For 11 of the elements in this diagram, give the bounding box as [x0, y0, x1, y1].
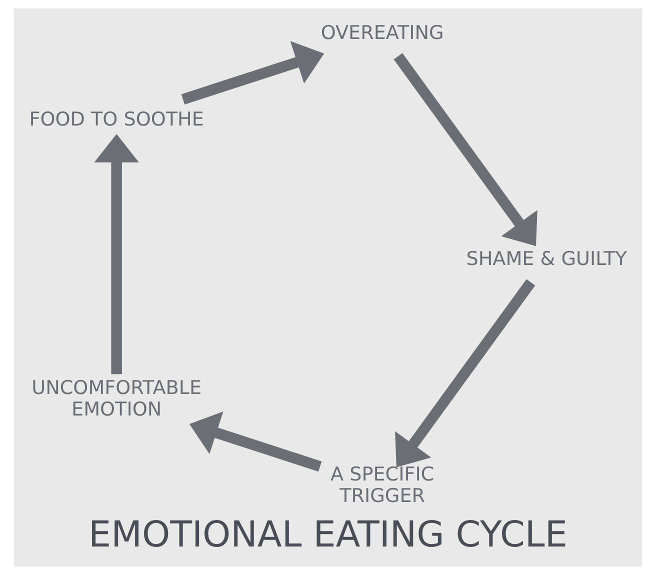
node-text: OVEREATING	[320, 22, 444, 44]
node-text: FOOD TO SOOTHE	[28, 108, 204, 130]
node-text: A SPECIFIC TRIGGER	[330, 464, 434, 507]
arrow	[94, 134, 138, 374]
arrow	[394, 279, 535, 468]
diagram-title: EMOTIONAL EATING CYCLE	[88, 514, 567, 556]
arrow	[180, 41, 324, 104]
arrow	[393, 53, 537, 246]
arrow	[188, 412, 322, 472]
node-text: SHAME & GUILTY	[466, 248, 626, 270]
node-text: UNCOMFORTABLE EMOTION	[31, 377, 202, 421]
